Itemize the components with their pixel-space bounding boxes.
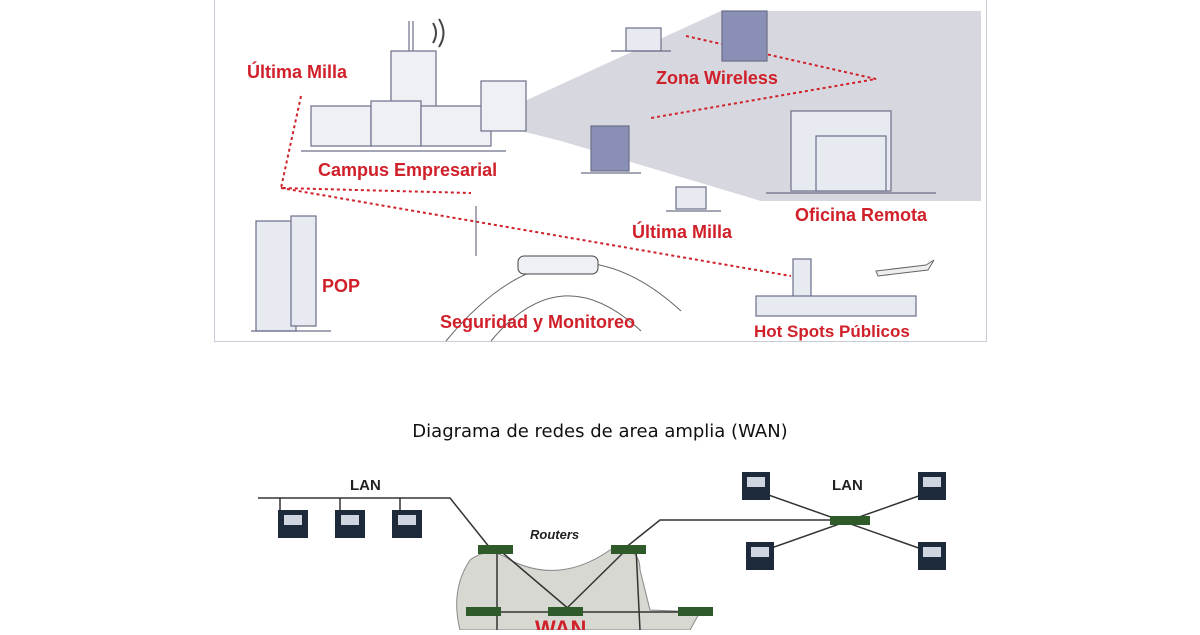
label-routers: Routers <box>530 527 579 542</box>
label-pop: POP <box>322 276 360 296</box>
label-lan-left: LAN <box>350 477 381 494</box>
wireless-network-illustration: Última Milla Campus Empresarial Zona Wir… <box>247 10 981 342</box>
label-oficina-remota: Oficina Remota <box>795 205 928 225</box>
coverage-arc-inner <box>490 295 642 342</box>
figure-caption: Diagrama de redes de area amplia (WAN) <box>412 421 788 442</box>
campus-buildings-icon <box>301 21 527 152</box>
label-hot-spots: Hot Spots Públicos <box>754 322 910 341</box>
wan-illustration: LAN LAN Routers WAN <box>258 472 946 635</box>
signal-icon <box>432 18 445 48</box>
wireless-network-diagram: Última Milla Campus Empresarial Zona Wir… <box>214 0 987 342</box>
computer-icons <box>278 472 946 570</box>
police-car-icon <box>517 255 599 275</box>
airplane-icon <box>875 259 935 277</box>
network-links <box>258 491 931 631</box>
building-icons <box>251 10 936 332</box>
router-icons <box>466 516 870 616</box>
label-zona-wireless: Zona Wireless <box>656 68 778 88</box>
label-campus-empresarial: Campus Empresarial <box>318 160 497 180</box>
wan-diagram: LAN LAN Routers WAN <box>240 460 980 635</box>
label-ultima-milla-1: Última Milla <box>247 61 348 82</box>
label-lan-right: LAN <box>832 477 863 494</box>
dashed-links <box>279 35 877 277</box>
label-seguridad-monitoreo: Seguridad y Monitoreo <box>440 312 635 332</box>
label-ultima-milla-2: Última Milla <box>632 221 733 242</box>
label-wan: WAN <box>535 616 586 630</box>
